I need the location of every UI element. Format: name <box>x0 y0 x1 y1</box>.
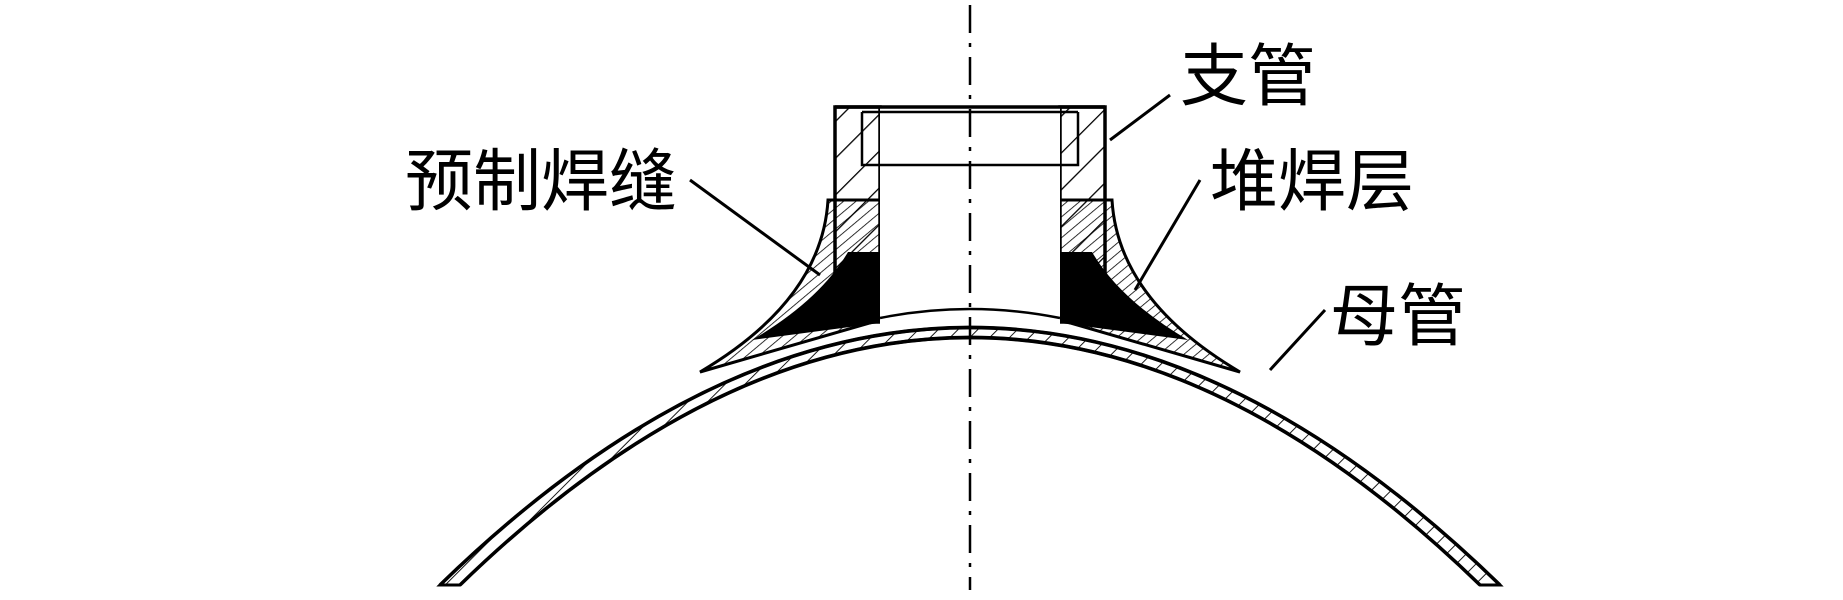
branch-pipe-right-wall <box>1058 105 1107 324</box>
label-branch-pipe: 支管 <box>1180 38 1316 117</box>
label-overlay-weld: 堆焊层 <box>1210 143 1414 222</box>
leader-overlay-weld <box>1133 179 1202 291</box>
leader-branch-pipe <box>1109 93 1171 142</box>
label-prefab-weld: 预制焊缝 <box>405 143 677 222</box>
branch-pipe-left-wall <box>833 105 882 324</box>
leader-lines <box>689 93 1327 372</box>
label-main-pipe: 母管 <box>1330 278 1466 357</box>
leader-prefab-weld <box>689 178 821 277</box>
leader-main-pipe <box>1268 308 1327 372</box>
